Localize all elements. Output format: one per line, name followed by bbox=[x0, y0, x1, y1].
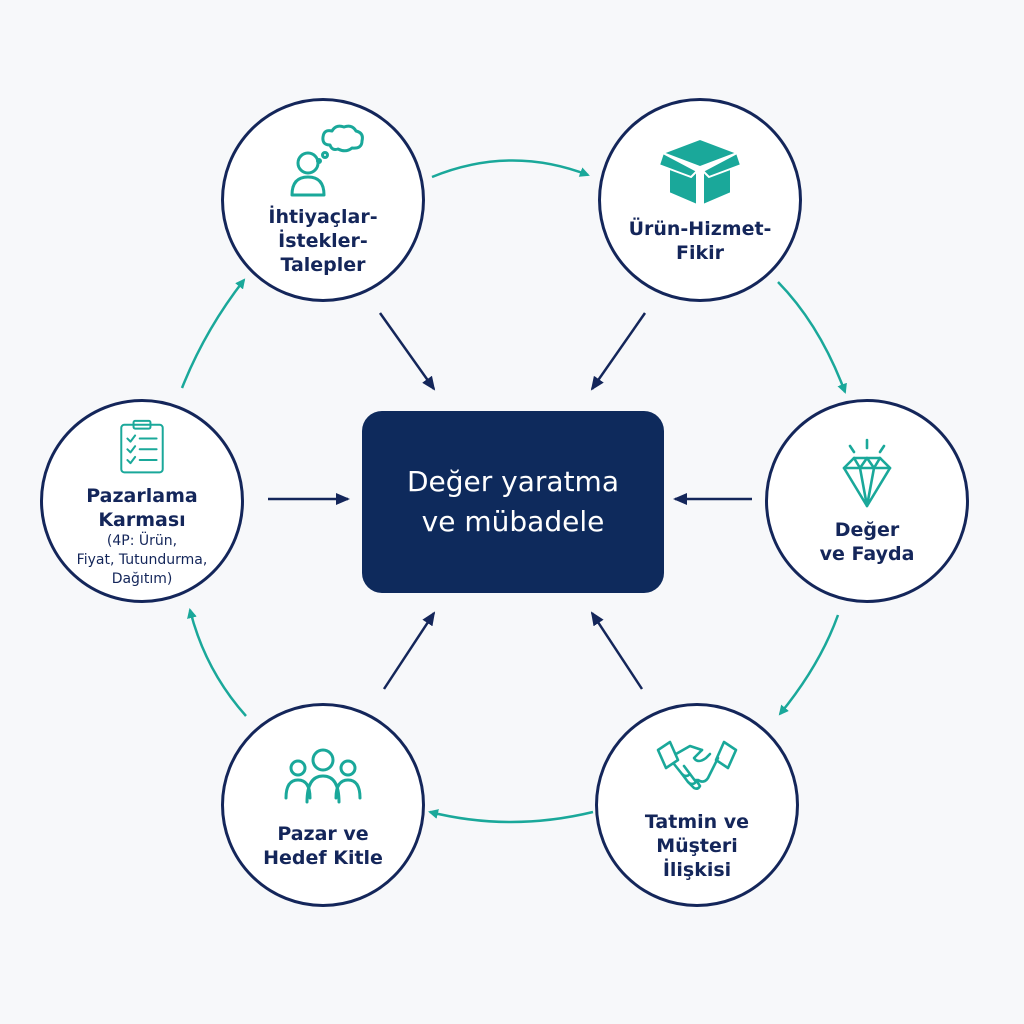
person-thought-bubble-icon bbox=[290, 124, 364, 197]
node-satisfaction-label: Tatmin ve Müşteri İlişkisi bbox=[644, 811, 750, 881]
cycle-arrow-mix-to-needs bbox=[180, 278, 246, 389]
node-market-label: Pazar ve Hedef Kitle bbox=[263, 823, 383, 869]
cycle-arrow-market-to-mix bbox=[187, 608, 247, 717]
handshake-icon bbox=[656, 740, 738, 790]
node-product-label: Ürün-Hizmet- Fikir bbox=[628, 218, 772, 264]
center-arrow-from-market bbox=[382, 611, 436, 690]
node-satisfaction: Tatmin ve Müşteri İlişkisi bbox=[595, 703, 799, 907]
node-product: Ürün-Hizmet- Fikir bbox=[598, 98, 802, 302]
center-arrow-from-product bbox=[590, 312, 647, 391]
diamond-icon bbox=[842, 438, 892, 508]
center-arrow-from-needs bbox=[378, 312, 436, 391]
node-marketing-mix-label: Pazarlama Karması bbox=[86, 484, 198, 531]
center-line-1: Değer yaratma bbox=[406, 465, 619, 498]
center-box: Değer yaratma ve mübadele bbox=[362, 411, 664, 593]
cycle-arrow-product-to-value bbox=[777, 281, 847, 394]
cycle-arrow-satisfaction-to-market bbox=[428, 809, 594, 824]
node-marketing-mix: Pazarlama Karması (4P: Ürün, Fiyat, Tutu… bbox=[40, 399, 244, 603]
node-value: Değer ve Fayda bbox=[765, 399, 969, 603]
node-needs: İhtiyaçlar- İstekler- Talepler bbox=[221, 98, 425, 302]
node-market: Pazar ve Hedef Kitle bbox=[221, 703, 425, 907]
node-value-label: Değer ve Fayda bbox=[819, 519, 915, 565]
node-marketing-mix-sublabel: (4P: Ürün, Fiyat, Tutundurma, Dağıtım) bbox=[76, 532, 208, 587]
cycle-arrow-value-to-satisfaction bbox=[778, 614, 840, 716]
cycle-arrow-needs-to-product bbox=[431, 159, 590, 179]
center-line-2: ve mübadele bbox=[421, 505, 605, 538]
clipboard-checklist-icon bbox=[120, 419, 164, 473]
box-icon bbox=[658, 138, 742, 206]
node-needs-label: İhtiyaçlar- İstekler- Talepler bbox=[268, 206, 378, 276]
center-arrow-from-satisfaction bbox=[590, 611, 644, 690]
people-group-icon bbox=[284, 748, 362, 804]
